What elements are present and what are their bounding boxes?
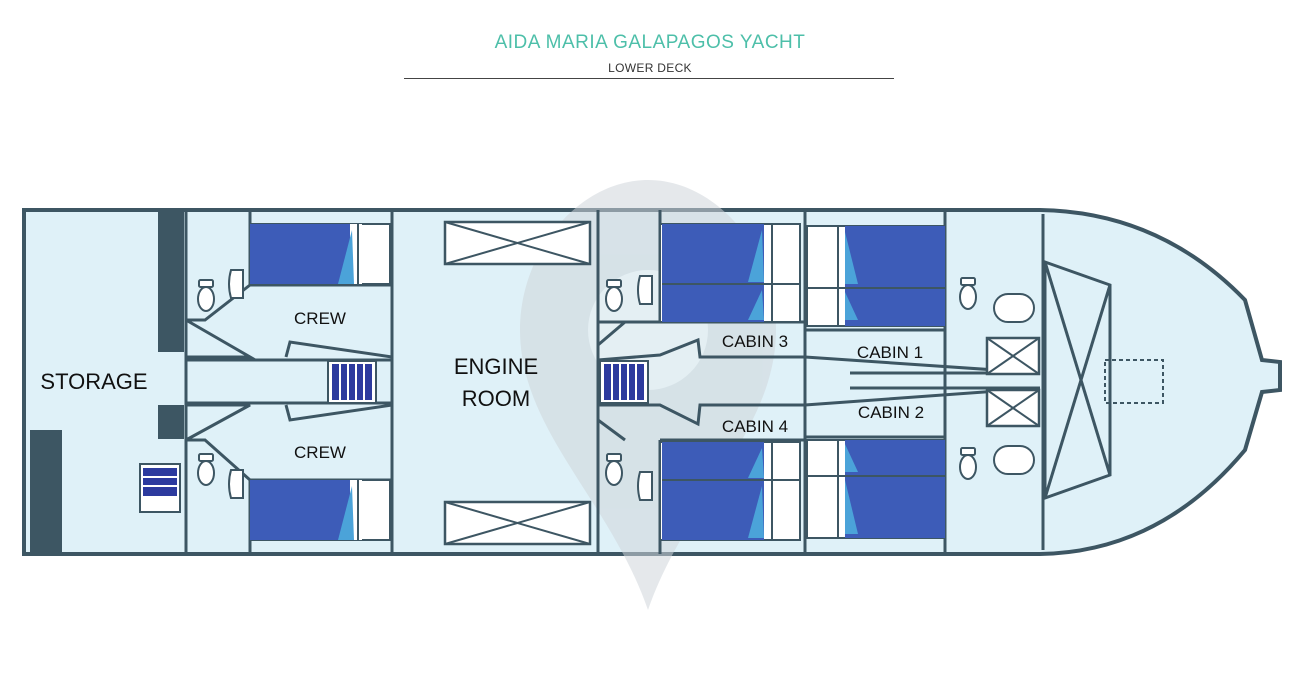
sink-icon [637, 275, 653, 305]
stairs-icon [599, 360, 649, 404]
cabin-1-bed [806, 225, 946, 327]
storage-label: STORAGE [40, 369, 147, 394]
cabin-2-bed [806, 439, 946, 539]
sink-icon [637, 471, 653, 501]
sink-icon [993, 293, 1035, 475]
cabinet-icon [985, 388, 1041, 428]
cabinet-icon [985, 336, 1041, 376]
toilet-icon [959, 447, 977, 480]
toilet-icon [959, 277, 977, 310]
toilet-icon [197, 453, 215, 486]
title-divider [404, 78, 894, 79]
bow-hatch-icon [1043, 259, 1164, 501]
toilet-icon [197, 279, 215, 312]
sink-icon [228, 469, 244, 499]
plan-subtitle: LOWER DECK [608, 61, 692, 75]
crew-bottom-label: CREW [294, 443, 346, 462]
engine-room-label-1: ENGINE [454, 354, 538, 379]
bed-icon [249, 479, 391, 541]
crew-top-label: CREW [294, 309, 346, 328]
cabin-3-label: CABIN 3 [722, 332, 788, 351]
cabin-3-bed [659, 223, 801, 323]
storage-room [30, 210, 188, 554]
storage-box-icon [139, 463, 181, 513]
plan-title: AIDA MARIA GALAPAGOS YACHT [494, 32, 806, 53]
cabin-1-label: CABIN 1 [857, 343, 923, 362]
hatch-icon [443, 500, 592, 546]
engine-room-label-2: ROOM [462, 386, 530, 411]
cabin-4-bed [659, 441, 801, 541]
cabin-4-label: CABIN 4 [722, 417, 788, 436]
sink-icon [228, 269, 244, 299]
toilet-icon [605, 453, 623, 486]
bed-icon [249, 223, 391, 285]
cabin-2-label: CABIN 2 [858, 403, 924, 422]
stairs-icon [327, 360, 377, 404]
hatch-icon [443, 220, 592, 266]
toilet-icon [605, 279, 623, 312]
